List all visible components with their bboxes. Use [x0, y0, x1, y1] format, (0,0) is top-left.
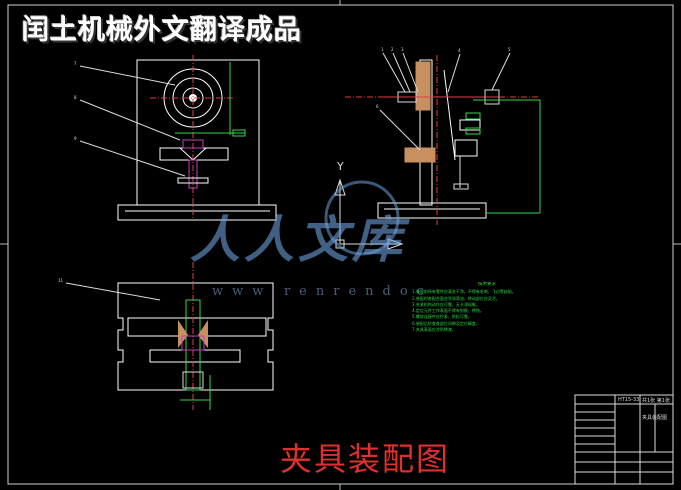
leader-4 [447, 53, 461, 93]
front-screw [188, 159, 198, 189]
part-number-9: 9 [74, 136, 77, 141]
part-number-2: 2 [391, 47, 394, 52]
top-jaw-right [198, 320, 208, 348]
part-number-3: 3 [401, 47, 404, 52]
side-dim-box-1 [465, 112, 481, 120]
part-number-6: 6 [376, 104, 379, 109]
side-column [419, 59, 433, 206]
side-screw-head [453, 183, 469, 190]
title-block [574, 394, 674, 485]
note-item: 2.装配时各配合面应涂润滑油，转动部位应灵活。 [412, 295, 500, 301]
leader-11 [65, 282, 161, 301]
top-lower-plate [149, 349, 241, 363]
part-number-7: 7 [74, 61, 77, 66]
front-base [117, 204, 277, 221]
front-clamp [182, 139, 204, 149]
leader-5 [491, 52, 511, 91]
side-support [459, 119, 481, 131]
note-item: 5.螺纹连接件应拧紧，防松可靠。 [412, 314, 472, 320]
side-jaw [404, 147, 436, 163]
front-handle [177, 177, 209, 184]
drawing-title: 夹具装配图 [280, 440, 451, 478]
top-clamp-plate [127, 317, 267, 337]
note-item: 7.夹具表面应涂防锈漆。 [412, 327, 456, 333]
watermark-text: 人人文库 [190, 210, 406, 269]
part-number-5: 5 [508, 47, 511, 52]
side-view [345, 52, 541, 225]
title-block-name: 夹具装配图 [642, 415, 668, 421]
front-jaw [159, 147, 229, 161]
part-number-1: 1 [381, 47, 384, 52]
leader-9 [79, 140, 186, 177]
top-nut [181, 335, 205, 351]
watermark-url: www.renrendoc [212, 284, 433, 299]
note-item: 3.夹紧机构动作应可靠，无卡滞现象。 [412, 301, 480, 307]
watermark-circle [324, 180, 400, 256]
axis-y-label: Y [336, 160, 344, 173]
side-wheel [415, 61, 431, 111]
leader-7 [79, 65, 176, 86]
header-title: 闰土机械外文翻译成品 [22, 15, 302, 46]
leader-1 [382, 52, 406, 93]
leader-8 [79, 99, 181, 141]
title-block-sheet: 共1张 第1张 [642, 398, 670, 404]
side-arm [443, 69, 456, 161]
top-outline [117, 282, 274, 391]
top-screw [185, 299, 201, 391]
leader-6 [379, 109, 421, 151]
part-number-11: 11 [58, 278, 64, 283]
title-block-frame [574, 394, 674, 485]
note-item: 4.定位元件工作表面不得有划痕、锈蚀。 [412, 308, 484, 314]
front-dim-box [232, 129, 246, 137]
front-wheel-hub [189, 94, 197, 102]
technical-notes: 技术要求 1.装配前所有零件应清洗干净，不得有毛刺、飞边等缺陷。 2.装配时各配… [412, 282, 562, 333]
note-item: 6.装配后检查各部位间隙及定位精度。 [412, 320, 480, 326]
front-view [79, 55, 277, 221]
side-lower-clamp [454, 139, 478, 157]
side-dim-box-2 [465, 127, 481, 135]
leader-3 [402, 52, 419, 93]
title-block-drawing-no: HT15-33 [618, 397, 640, 403]
note-item: 1.装配前所有零件应清洗干净，不得有毛刺、飞边等缺陷。 [412, 289, 516, 295]
part-number-8: 8 [74, 95, 77, 100]
leader-2 [392, 52, 411, 93]
part-number-4: 4 [458, 48, 461, 53]
top-jaw-left [178, 320, 188, 348]
top-view [65, 262, 274, 410]
top-screw-end [182, 371, 204, 389]
notes-heading: 技术要求 [478, 282, 496, 287]
